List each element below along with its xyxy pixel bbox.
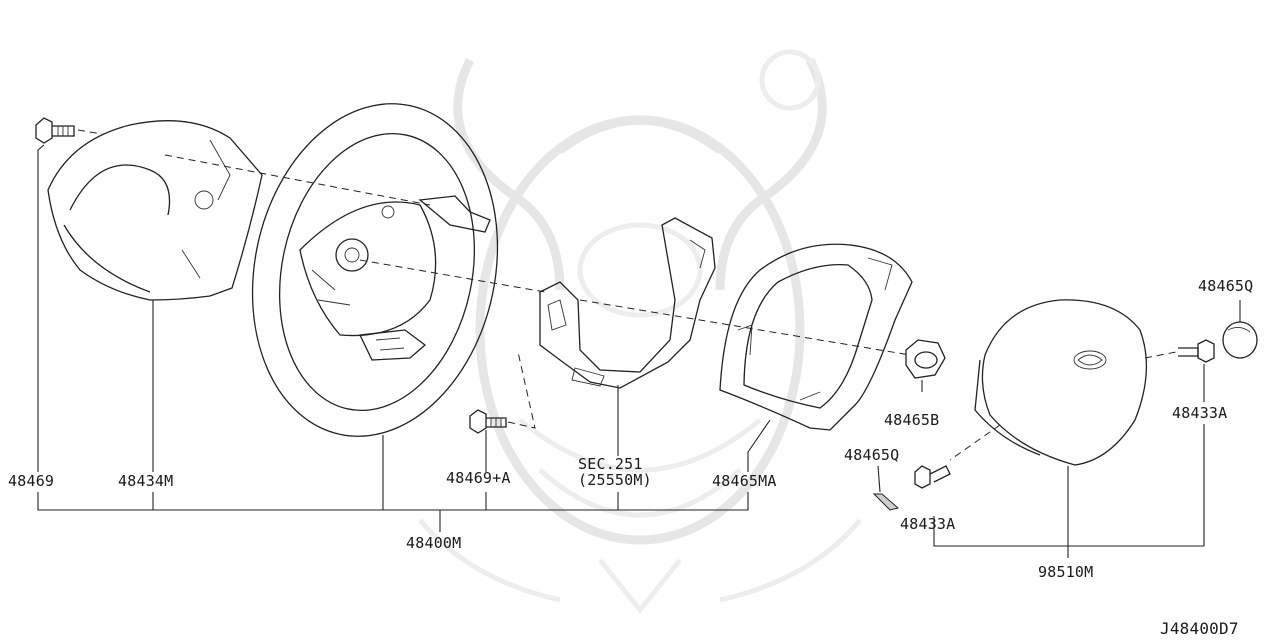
label-48465Q-mid: 48465Q bbox=[844, 446, 900, 464]
label-48433A-right: 48433A bbox=[1172, 404, 1228, 422]
label-48465B: 48465B bbox=[884, 411, 940, 429]
label-48400M: 48400M bbox=[406, 534, 462, 552]
diagram-code: J48400D7 bbox=[1160, 619, 1239, 638]
nut-48465B bbox=[905, 339, 946, 379]
label-48433A-mid: 48433A bbox=[900, 515, 956, 533]
steering-wheel-48400M bbox=[251, 103, 499, 437]
label-48434M: 48434M bbox=[118, 472, 174, 490]
label-sec-251: SEC.251 (25550M) bbox=[578, 455, 652, 489]
bolt-48469-a bbox=[469, 351, 536, 434]
label-sec-251-line2: (25550M) bbox=[578, 470, 652, 489]
alignment-line-mid bbox=[359, 259, 546, 293]
lower-cover-48434M bbox=[47, 120, 263, 301]
clip-48465Q-mid bbox=[872, 493, 900, 511]
label-48469: 48469 bbox=[8, 472, 55, 490]
alignment-line-lower bbox=[579, 299, 911, 356]
bolt-48433a-right bbox=[1144, 339, 1215, 363]
watermark-logo bbox=[418, 49, 862, 615]
switch-bracket-sec251 bbox=[539, 217, 716, 389]
label-48465Q-right: 48465Q bbox=[1198, 277, 1254, 295]
label-48465MA: 48465MA bbox=[712, 472, 777, 490]
label-sec-251-line1: SEC.251 bbox=[578, 455, 643, 473]
leader-lines bbox=[37, 144, 1241, 558]
cap-48465Q-right bbox=[1222, 321, 1258, 359]
bolt-48469 bbox=[35, 117, 103, 144]
finisher-48465MA bbox=[719, 243, 913, 431]
airbag-module-98510M bbox=[949, 299, 1148, 466]
label-48469-a: 48469+A bbox=[446, 469, 511, 487]
alignment-line-upper bbox=[164, 154, 431, 206]
bolt-48433a-mid bbox=[914, 465, 951, 489]
label-98510M: 98510M bbox=[1038, 563, 1094, 581]
